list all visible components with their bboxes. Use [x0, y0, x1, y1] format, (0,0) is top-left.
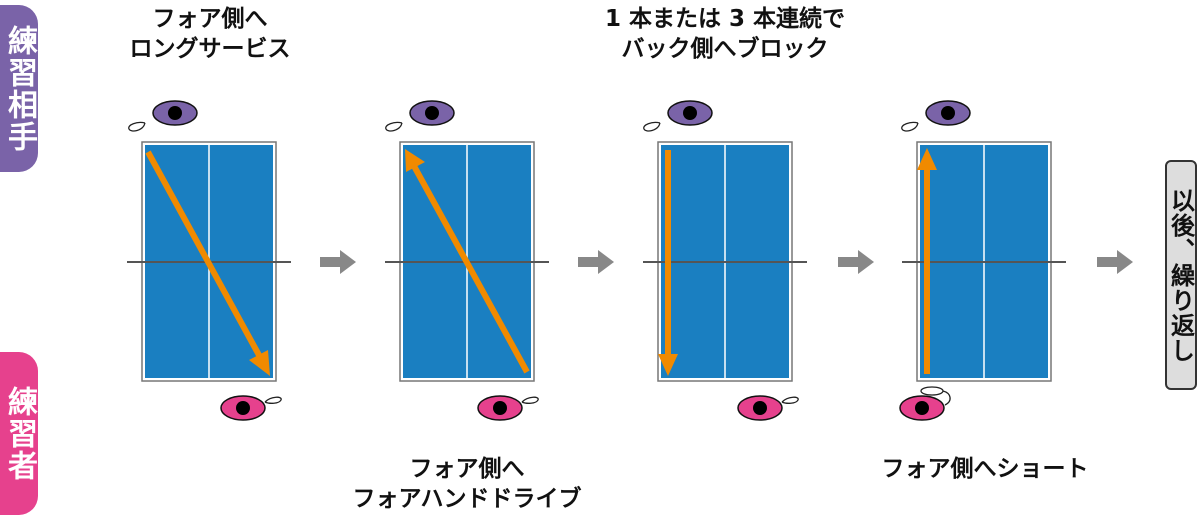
- partner-eye-icon: [900, 100, 971, 132]
- partner-eye-icon: [127, 100, 198, 132]
- partner-eye-icon: [384, 100, 455, 132]
- player-eye-icon: [899, 386, 951, 421]
- flow-arrow-icon: [1097, 250, 1133, 274]
- ball-path-arrow-step-1: [145, 150, 270, 376]
- caption-line: 1 本または 3 本連続で: [604, 6, 846, 32]
- step-3-caption: 1 本または 3 本連続で バック側へブロック: [605, 4, 845, 64]
- caption-line: フォア側へ: [409, 456, 525, 482]
- ball-path-arrow-step-2: [405, 149, 530, 374]
- partner-role-label: 練習相手: [0, 5, 38, 172]
- caption-line: フォア側へショート: [881, 456, 1089, 482]
- step-1-caption: フォア側へ ロングサービス: [130, 4, 291, 64]
- ball-path-arrow-step-3: [658, 150, 678, 376]
- flow-arrow-icon: [838, 250, 874, 274]
- player-eye-icon: [220, 395, 282, 421]
- caption-line: バック側へブロック: [621, 36, 829, 62]
- flow-arrow-icon: [320, 250, 356, 274]
- player-eye-icon: [477, 395, 539, 421]
- player-role-label: 練習者: [0, 352, 38, 515]
- partner-eye-icon: [642, 100, 713, 132]
- caption-line: フォア側へ: [152, 6, 268, 32]
- step-2-caption: フォア側へ フォアハンドドライブ: [352, 454, 581, 514]
- ball-path-arrow-step-4: [917, 148, 937, 374]
- caption-line: ロングサービス: [129, 36, 291, 62]
- repeat-label: 以後、繰り返し: [1165, 160, 1197, 390]
- step-4-caption: フォア側へショート: [882, 454, 1089, 484]
- flow-arrow-icon: [578, 250, 614, 274]
- player-eye-icon: [737, 395, 799, 421]
- caption-line: フォアハンドドライブ: [352, 486, 582, 512]
